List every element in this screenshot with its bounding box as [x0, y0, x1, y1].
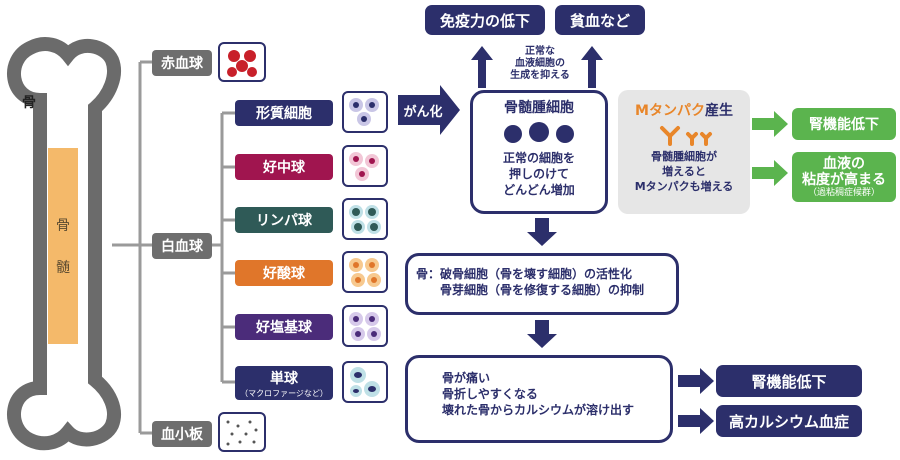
bone-effect-box: 骨：破骨細胞（骨を壊す細胞）の活性化 骨芽細胞（骨を修復する細胞）の抑制: [405, 253, 679, 315]
myeloma-description: 正常の細胞を 押しのけて どんどん増加: [502, 150, 575, 198]
monocyte-label: 単球 （マクロファージなど）: [235, 366, 333, 400]
antibody-icon: [660, 126, 712, 146]
basophil-label: 好塩基球: [235, 314, 333, 340]
mprotein-description: 骨髄腫細胞が 増えると Mタンパクも増える: [634, 150, 734, 193]
wbc-label: 白血球: [152, 233, 212, 259]
neutrophil-label: 好中球: [235, 154, 333, 180]
lymphocyte-text: リンパ球: [256, 213, 312, 229]
immunity-decline-box: 免疫力の低下: [425, 5, 545, 35]
mprotein-title: Mタンパク産生: [618, 100, 750, 120]
plasma-cell-thumbnail: [342, 91, 388, 133]
mprotein-box: Mタンパク産生 骨髄腫細胞が 増えると Mタンパクも増える: [618, 90, 750, 214]
monocyte-subtext: （マクロファージなど）: [240, 388, 328, 398]
basophil-text: 好塩基球: [256, 320, 312, 336]
symptom-line1: 骨が痛い: [442, 371, 491, 385]
kidney-decline-box-1: 腎機能低下: [792, 108, 896, 140]
eosinophil-thumbnail: [342, 251, 388, 293]
viscosity-line2: 粘度が高まる: [802, 171, 886, 188]
eosinophil-label: 好酸球: [235, 260, 333, 286]
symptoms-box: 骨が痛い 骨折しやすくなる 壊れた骨からカルシウムが溶け出す: [405, 355, 673, 443]
viscosity-box: 血液の 粘度が高まる （過粘稠症候群）: [792, 152, 896, 202]
symptom-line2: 骨折しやすくなる: [442, 387, 538, 402]
neutrophil-thumbnail: [342, 145, 388, 187]
platelet-label: 血小板: [152, 421, 212, 447]
bone-marrow-bar: 骨 髄: [48, 148, 78, 344]
hypercalcemia-box: 高カルシウム血症: [716, 405, 862, 437]
mprotein-prefix: Mタンパク: [635, 103, 705, 119]
kidney-decline-box-2: 腎機能低下: [716, 365, 862, 397]
basophil-thumbnail: [342, 305, 388, 347]
marrow-label-top: 骨: [56, 218, 70, 234]
lymphocyte-thumbnail: [342, 198, 388, 240]
neutrophil-text: 好中球: [263, 160, 305, 176]
bone-effect-line1: 骨：破骨細胞（骨を壊す細胞）の活性化: [416, 267, 633, 281]
myeloma-cells-icon: [504, 121, 574, 143]
platelet-thumbnail: [218, 412, 266, 452]
myeloma-title: 骨髄腫細胞: [504, 100, 574, 116]
marrow-label-bottom: 髄: [56, 260, 70, 276]
plasma-cell-label: 形質細胞: [235, 100, 333, 126]
transform-label: がん化: [403, 104, 443, 120]
suppress-note: 正常な 血液細胞の 生成を抑える: [510, 46, 570, 81]
eosinophil-text: 好酸球: [263, 266, 305, 282]
rbc-label: 赤血球: [152, 50, 212, 76]
mprotein-suffix: 産生: [704, 103, 733, 119]
monocyte-thumbnail: [342, 361, 388, 403]
rbc-thumbnail: [218, 42, 266, 82]
viscosity-line1: 血液の: [823, 155, 865, 172]
lymphocyte-label: リンパ球: [235, 207, 333, 233]
symptom-line3: 壊れた骨からカルシウムが溶け出す: [442, 403, 635, 418]
monocyte-text: 単球: [270, 370, 298, 387]
plasma-cell-text: 形質細胞: [256, 106, 312, 122]
anemia-box: 貧血など: [555, 5, 645, 35]
myeloma-box: 骨髄腫細胞 正常の細胞を 押しのけて どんどん増加: [470, 90, 608, 214]
viscosity-sub: （過粘稠症候群）: [807, 187, 880, 198]
bone-label: 骨: [22, 95, 36, 111]
bone-effect-line2: 骨芽細胞（骨を修復する細胞）の抑制: [440, 283, 645, 298]
